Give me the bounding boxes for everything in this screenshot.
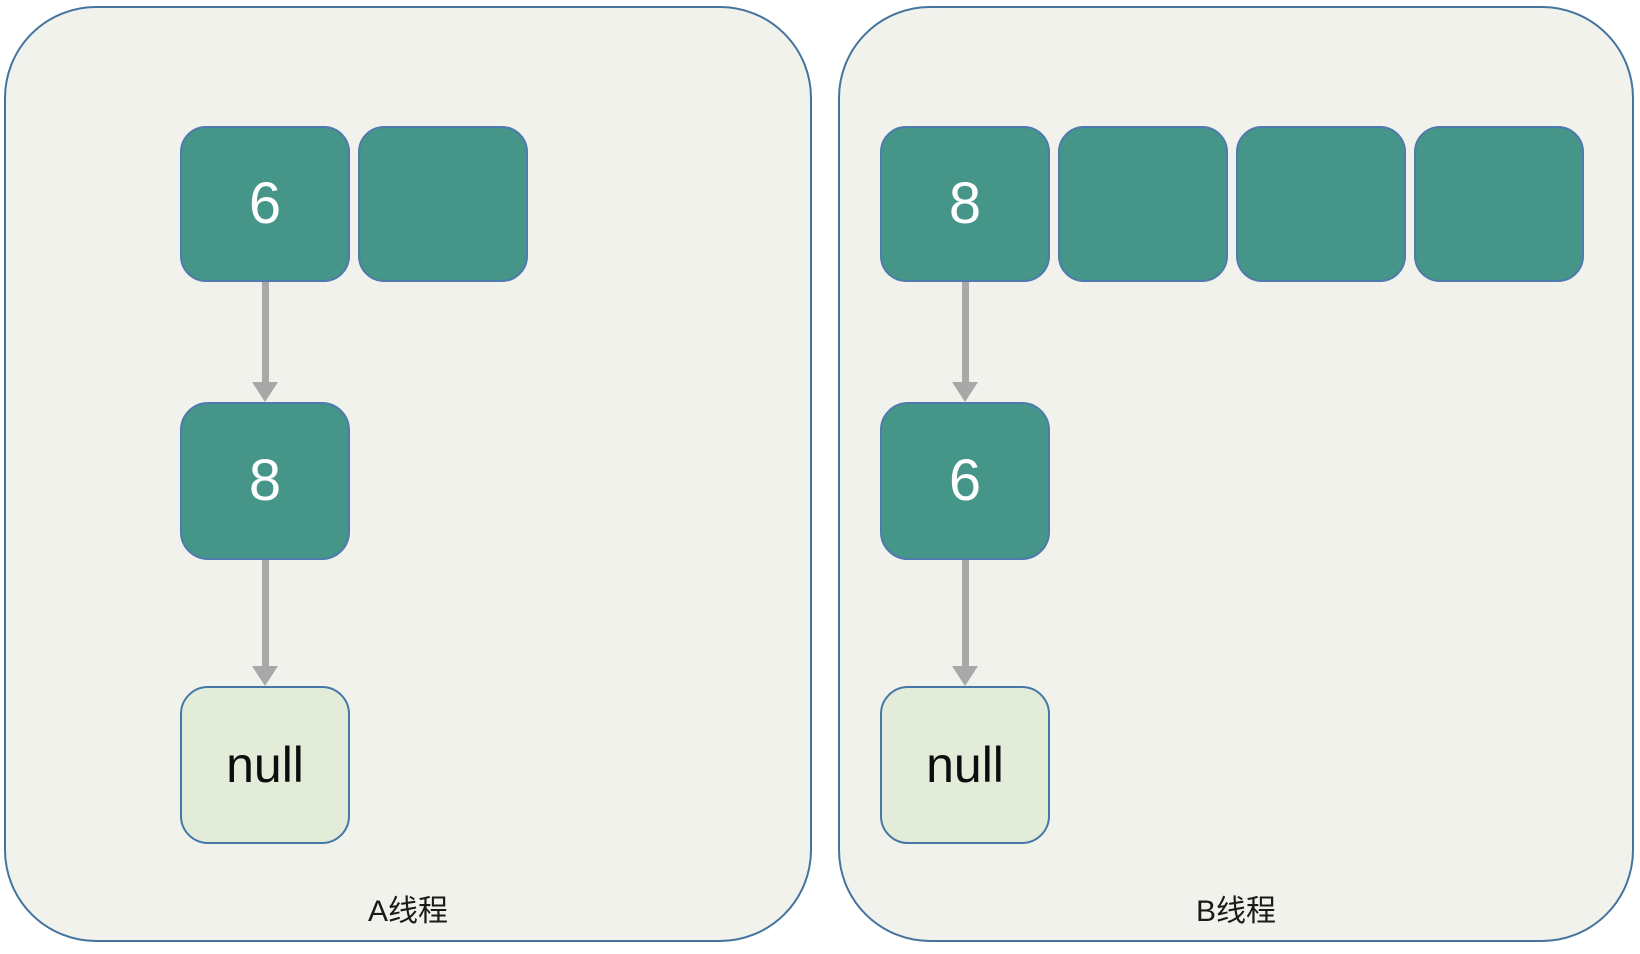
bucket-cell: 8 [880,126,1050,282]
arrow-shaft [961,282,969,382]
arrow-shaft [261,282,269,382]
arrow-down-icon [952,560,978,686]
null-box: null [880,686,1050,844]
node-box: 6 [880,402,1050,560]
arrow-down-icon [252,282,278,402]
bucket-cell: 6 [180,126,350,282]
arrow-down-icon [252,560,278,686]
arrow-head [252,382,278,402]
thread-label: B线程 [1195,895,1276,928]
arrow-head [252,666,278,686]
node-box: 8 [180,402,350,560]
bucket-cell-empty [1236,126,1406,282]
bucket-cell-empty [1058,126,1228,282]
bucket-cell-empty [358,126,528,282]
arrow-head [952,666,978,686]
thread-b-panel: 8 6 null B线程 [838,6,1634,942]
thread-a-panel: 6 8 null A线程 [4,6,812,942]
bucket-cell-empty [1414,126,1584,282]
null-box: null [180,686,350,844]
node-chain: 8 null [180,282,350,844]
thread-label: A线程 [367,895,448,928]
arrow-down-icon [952,282,978,402]
bucket-array: 6 [180,126,528,282]
arrow-head [952,382,978,402]
node-chain: 6 null [880,282,1050,844]
bucket-array: 8 [880,126,1584,282]
arrow-shaft [961,560,969,666]
arrow-shaft [261,560,269,666]
